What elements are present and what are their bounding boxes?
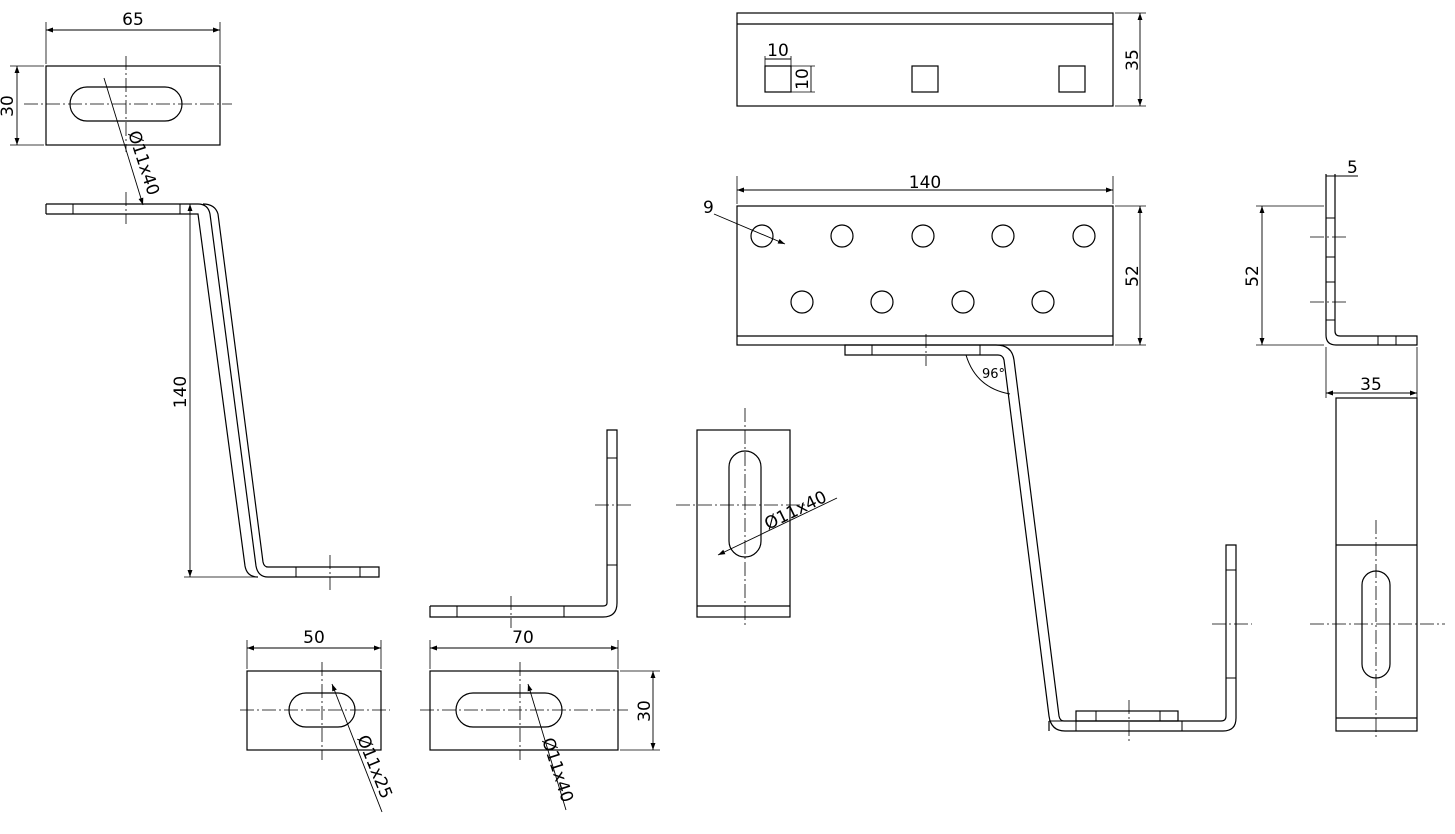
long-z-bracket-side-view (844, 334, 1252, 742)
slot-callout-label: Ø11x40 (537, 735, 577, 805)
dimension-9-hole: 9 (703, 198, 786, 245)
dimension-70: 70 (429, 628, 619, 669)
plate-65x30-top-view (24, 56, 232, 152)
dim-35-label: 35 (1360, 375, 1382, 395)
dimension-52-front: 52 (1115, 205, 1146, 346)
dimension-50: 50 (246, 628, 382, 669)
plate-140x52-front-view (736, 205, 1114, 346)
dimension-5: 5 (1326, 158, 1358, 178)
end-view-bottom-plate (1310, 397, 1445, 740)
dim-140-label: 140 (171, 376, 191, 408)
angle-96-annotation: 96° (965, 354, 1011, 395)
plate-35-top-view (736, 12, 1114, 107)
end-view-side (1310, 174, 1418, 346)
l-bracket-side-view (429, 429, 632, 628)
dimension-30-top-left: 30 (0, 65, 44, 146)
dimension-35-top: 35 (1115, 12, 1146, 107)
vertical-slot-plate-view (676, 408, 808, 628)
dim-30-label: 30 (0, 95, 18, 117)
plate-50-top-view (240, 662, 390, 760)
dimension-35-side: 35 (1325, 347, 1418, 398)
dimension-30-bottom: 30 (620, 670, 660, 751)
dimension-140-horizontal: 140 (736, 173, 1114, 204)
dim-35-label: 35 (1123, 49, 1143, 71)
dim-30-label: 30 (635, 700, 655, 722)
slot-callout-top-left: Ø11x40 (103, 77, 163, 206)
slot-callout-label: Ø11x25 (352, 732, 396, 801)
dimension-65: 65 (45, 10, 221, 64)
dim-10-width-label: 10 (767, 41, 789, 61)
dimension-140-vertical: 140 (171, 203, 256, 578)
dim-5-label: 5 (1347, 158, 1358, 178)
z-bracket-side-view (45, 192, 380, 590)
dim-9-label: 9 (703, 198, 714, 218)
dimension-10-square: 10 10 (764, 41, 815, 93)
slot-callout-middle: Ø11x40 (717, 487, 838, 556)
slot-callout-label: Ø11x40 (123, 128, 163, 198)
slot-callout-50: Ø11x25 (331, 683, 396, 813)
slot-callout-label: Ø11x40 (761, 487, 830, 534)
slot-callout-70: Ø11x40 (527, 683, 577, 811)
dimension-52-side: 52 (1243, 205, 1324, 346)
dim-140-label: 140 (909, 173, 941, 193)
dim-50-label: 50 (303, 628, 325, 648)
dim-52-label: 52 (1243, 265, 1263, 287)
dim-52-label: 52 (1123, 265, 1143, 287)
plate-70-top-view (420, 662, 628, 760)
dim-65-label: 65 (122, 10, 144, 30)
angle-96-label: 96° (982, 367, 1005, 382)
dim-70-label: 70 (512, 628, 534, 648)
dim-10-height-label: 10 (793, 68, 813, 90)
